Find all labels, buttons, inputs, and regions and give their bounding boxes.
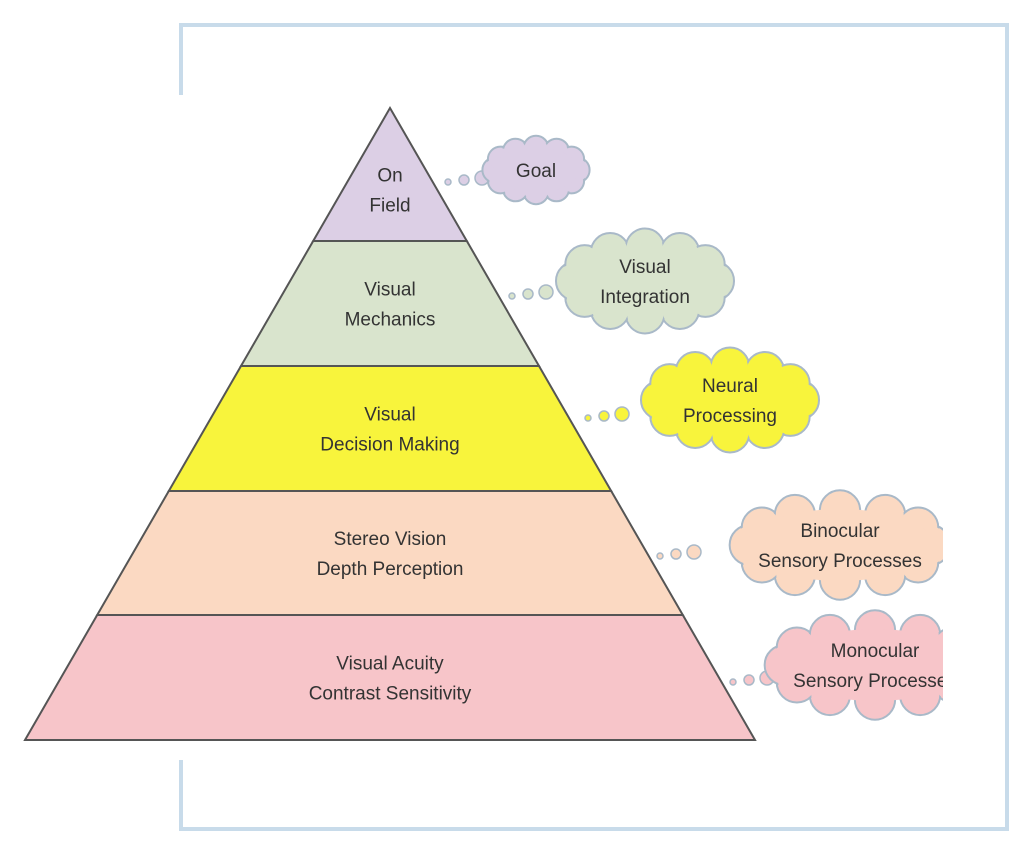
connector-dot bbox=[670, 548, 682, 560]
connector-dot bbox=[743, 674, 755, 686]
cloud-label: Monocular bbox=[831, 641, 920, 662]
connector-dot bbox=[656, 552, 664, 560]
cloud-label: Binocular bbox=[800, 521, 880, 542]
connector-dot bbox=[584, 414, 592, 422]
connector-dot bbox=[538, 284, 554, 300]
level-label: Visual bbox=[364, 405, 415, 426]
connector-dot bbox=[508, 292, 516, 300]
connector-dot bbox=[598, 410, 610, 422]
pyramid-level-2 bbox=[239, 240, 541, 367]
cloud-label: Neural bbox=[702, 376, 758, 397]
cloud-label: Goal bbox=[516, 161, 556, 182]
connector-dot bbox=[614, 406, 630, 422]
level-label: Decision Making bbox=[320, 435, 459, 456]
connector-dot bbox=[458, 174, 470, 186]
connector-dot bbox=[729, 678, 737, 686]
level-label: Visual Acuity bbox=[336, 654, 444, 675]
cloud-label: Integration bbox=[600, 287, 690, 308]
connector-dot bbox=[444, 178, 452, 186]
pyramid-level-5 bbox=[23, 614, 757, 741]
level-label: On bbox=[377, 166, 402, 187]
level-label: Field bbox=[369, 196, 410, 217]
cloud-label: Processing bbox=[683, 406, 777, 427]
cloud-label: Sensory Processes bbox=[758, 551, 922, 572]
thought-clouds: GoalVisualIntegrationNeuralProcessingBin… bbox=[444, 134, 957, 721]
level-label: Depth Perception bbox=[317, 559, 464, 580]
connector-dot bbox=[522, 288, 534, 300]
cloud-label: Visual bbox=[619, 257, 670, 278]
cloud-label: Sensory Processes bbox=[793, 671, 957, 692]
level-label: Visual bbox=[364, 280, 415, 301]
connector-dot bbox=[686, 544, 702, 560]
level-label: Stereo Vision bbox=[334, 529, 447, 550]
level-label: Contrast Sensitivity bbox=[309, 684, 472, 705]
pyramid-level-4 bbox=[95, 490, 685, 616]
level-label: Mechanics bbox=[345, 310, 436, 331]
pyramid-level-3 bbox=[167, 365, 613, 492]
thought-cloud-1: Goal bbox=[444, 134, 591, 206]
